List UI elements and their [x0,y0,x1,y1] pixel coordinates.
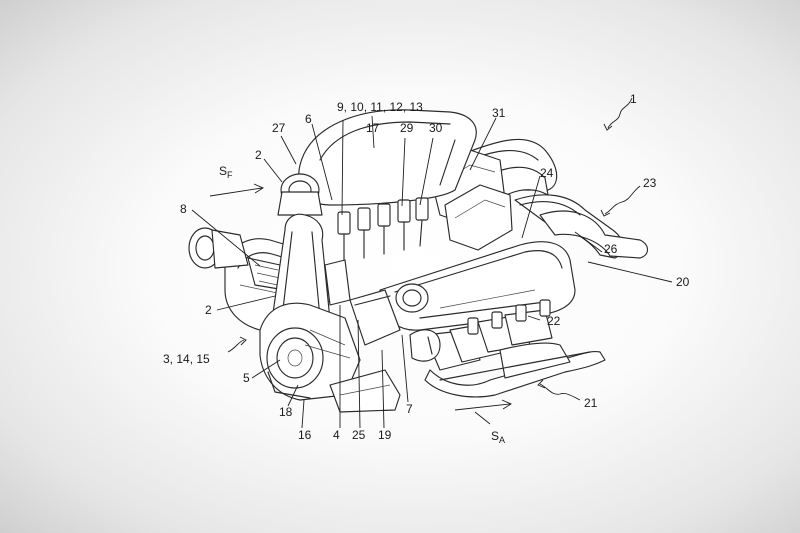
ref-label-16: 16 [298,428,312,442]
ref-label-17: 17 [366,121,380,135]
ref-label-23: 23 [643,176,657,190]
ref-label-9-13: 9, 10, 11, 12, 13 [337,100,423,114]
direction-label-sf: SF [219,164,233,182]
squiggle-leaders [227,97,641,401]
ref-label-4: 4 [333,428,340,442]
timing-cover [259,302,361,401]
sf-main: S [219,164,228,178]
injectors-top [337,197,429,263]
ref-label-7: 7 [406,402,413,416]
ref-label-22: 22 [547,314,561,328]
front-throttle-body [277,173,323,216]
ref-label-27: 27 [272,121,286,135]
arrow-sf [209,183,264,197]
ref-label-5: 5 [243,371,250,385]
lower-exhaust-manifold [409,309,606,398]
ref-label-31: 31 [492,106,506,120]
ref-label-6: 6 [305,112,312,126]
ref-label-24: 24 [540,166,554,180]
sf-subscript: F [227,170,233,180]
ref-label-2-mid: 2 [205,303,212,317]
arrow-sa [454,399,512,411]
ref-label-30: 30 [429,121,443,135]
ref-label-2-top: 2 [255,148,262,162]
ref-label-26: 26 [604,242,618,256]
ref-label-3-14-15: 3, 14, 15 [163,352,210,366]
sa-subscript: A [499,435,506,445]
ref-label-25: 25 [352,428,366,442]
ref-label-18: 18 [279,405,293,419]
ref-label-19: 19 [378,428,392,442]
intake-plenum [298,109,477,206]
ref-label-21: 21 [584,396,598,410]
ref-label-29: 29 [400,121,414,135]
central-intake-runner [271,213,401,346]
sa-main: S [491,429,500,443]
ref-label-1: 1 [630,92,637,106]
left-throttle-body [188,227,249,269]
ref-label-8: 8 [180,202,187,216]
right-intake-horn [395,283,429,313]
direction-label-sa: SA [491,429,505,447]
ref-label-20: 20 [676,275,690,289]
injectors-right [467,299,551,335]
leader-lines [191,115,673,429]
upper-exhaust-pipes [467,138,649,259]
